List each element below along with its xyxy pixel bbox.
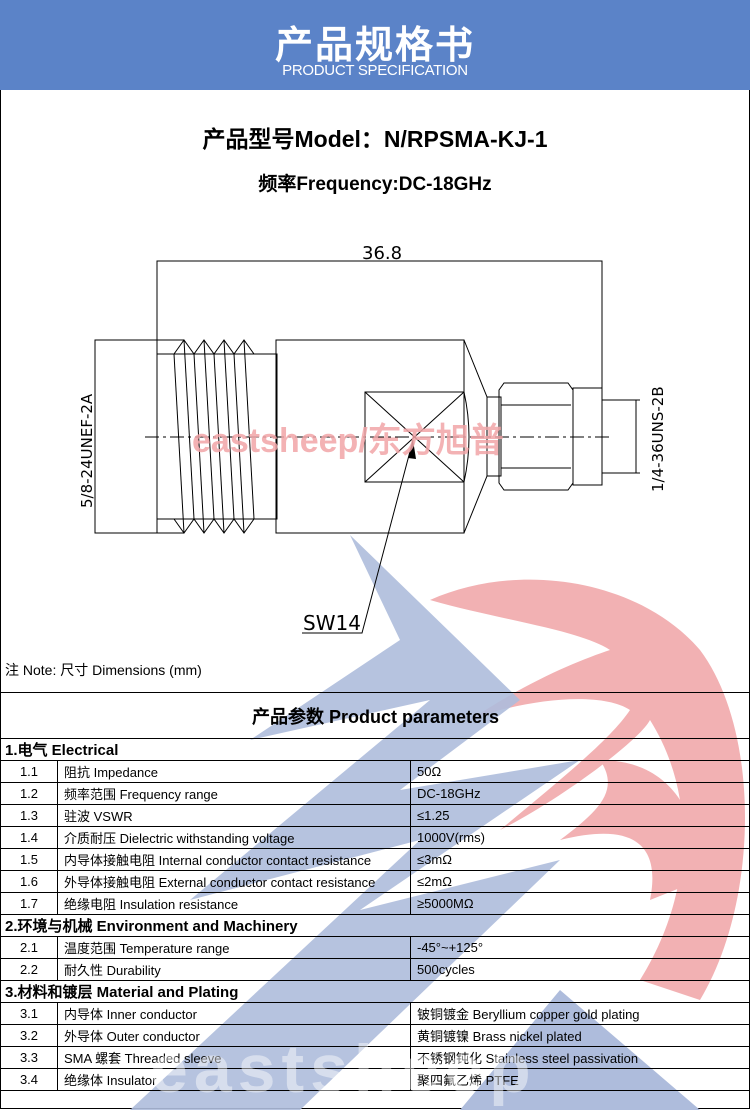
param-value: 聚四氟乙烯 PTFE	[410, 1068, 750, 1091]
wrench-size-label: SW14	[303, 611, 361, 635]
param-name: 耐久性 Durability	[57, 958, 411, 981]
header-title-en: PRODUCT SPECIFICATION	[282, 62, 468, 79]
param-number: 3.4	[0, 1068, 58, 1091]
param-value: -45°~+125°	[410, 936, 750, 959]
param-number: 1.2	[0, 782, 58, 805]
dimension-note: 注 Note: 尺寸 Dimensions (mm)	[5, 662, 202, 678]
sma-nut	[498, 382, 574, 491]
param-name: 内导体 Inner conductor	[57, 1002, 411, 1025]
param-value: 黄铜镀镍 Brass nickel plated	[410, 1024, 750, 1047]
param-value: 500cycles	[410, 958, 750, 981]
param-value: ≤2mΩ	[410, 870, 750, 893]
section-heading: 1.电气 Electrical	[0, 738, 750, 761]
param-number: 1.7	[0, 892, 58, 915]
param-name: 外导体 Outer conductor	[57, 1024, 411, 1047]
connector-drawing: 36.8 5/8-24UNEF-2A 1/4-36UNS-2B SW14 eas…	[78, 243, 667, 635]
param-number: 2.1	[0, 936, 58, 959]
param-number: 1.3	[0, 804, 58, 827]
param-number: 3.2	[0, 1024, 58, 1047]
param-number: 1.1	[0, 760, 58, 783]
header-title-cn: 产品规格书	[274, 23, 475, 67]
param-name: 阻抗 Impedance	[57, 760, 411, 783]
thread-lines	[173, 339, 255, 534]
param-value: ≤1.25	[410, 804, 750, 827]
section-row: 1.电气 Electrical	[0, 738, 750, 761]
param-value: 50Ω	[410, 760, 750, 783]
right-thread-label: 1/4-36UNS-2B	[649, 386, 667, 492]
param-number: 3.3	[0, 1046, 58, 1069]
param-value: 1000V(rms)	[410, 826, 750, 849]
watermark-center-text: eastsheep/东方旭普	[192, 421, 504, 460]
param-number: 1.6	[0, 870, 58, 893]
param-name: 温度范围 Temperature range	[57, 936, 411, 959]
frequency-title: 频率Frequency:DC-18GHz	[258, 174, 492, 195]
param-value: DC-18GHz	[410, 782, 750, 805]
param-value: ≤3mΩ	[410, 848, 750, 871]
param-name: 绝缘体 Insulator	[57, 1068, 411, 1091]
param-value: 铍铜镀金 Beryllium copper gold plating	[410, 1002, 750, 1025]
sw14-leader	[302, 439, 414, 634]
param-number: 3.1	[0, 1002, 58, 1025]
parameters-title: 产品参数 Product parameters	[0, 692, 750, 739]
param-name: 介质耐压 Dielectric withstanding voltage	[57, 826, 411, 849]
param-number: 2.2	[0, 958, 58, 981]
param-number: 1.4	[0, 826, 58, 849]
param-name: 频率范围 Frequency range	[57, 782, 411, 805]
section-row: 2.环境与机械 Environment and Machinery	[0, 914, 750, 937]
header-banner: 产品规格书 PRODUCT SPECIFICATION	[0, 0, 750, 90]
param-value: ≥5000MΩ	[410, 892, 750, 915]
param-name: 外导体接触电阻 External conductor contact resis…	[57, 870, 411, 893]
param-name: 内导体接触电阻 Internal conductor contact resis…	[57, 848, 411, 871]
section-row: 3.材料和镀层 Material and Plating	[0, 980, 750, 1003]
param-number: 1.5	[0, 848, 58, 871]
dimension-length: 36.8	[362, 243, 402, 264]
param-name: 驻波 VSWR	[57, 804, 411, 827]
left-thread-label: 5/8-24UNEF-2A	[78, 393, 96, 508]
model-title: 产品型号Model：N/RPSMA-KJ-1	[202, 126, 548, 152]
watermark-bottom-text: eastsheep	[150, 1031, 537, 1107]
section-heading: 3.材料和镀层 Material and Plating	[0, 980, 750, 1003]
param-name: 绝缘电阻 Insulation resistance	[57, 892, 411, 915]
section-heading: 2.环境与机械 Environment and Machinery	[0, 914, 750, 937]
dimension-line	[156, 260, 603, 388]
